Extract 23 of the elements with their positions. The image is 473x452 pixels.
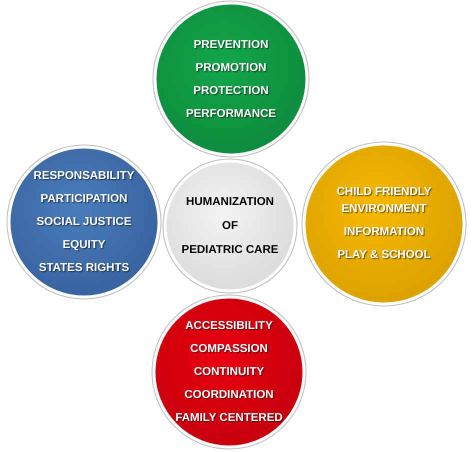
keyword-text: EQUITY bbox=[62, 238, 106, 253]
keyword-text: PERFORMANCE bbox=[186, 106, 276, 122]
keyword-text: RESPONSABILITY bbox=[34, 169, 134, 184]
concept-circle bbox=[301, 141, 467, 307]
keyword-text: PROMOTION bbox=[196, 60, 266, 76]
keyword-text: COORDINATION bbox=[184, 388, 274, 403]
center-circle bbox=[162, 158, 298, 294]
keyword-text: FAMILY CENTERED bbox=[175, 411, 283, 426]
keyword-text: PLAY & SCHOOL bbox=[337, 248, 431, 263]
keyword-text: CONTINUITY bbox=[194, 365, 264, 380]
keyword-text: CHILD FRIENDLY ENVIRONMENT bbox=[336, 185, 432, 217]
keyword-text: ACCESSIBILITY bbox=[185, 319, 273, 334]
keyword-text: PREVENTION bbox=[194, 38, 268, 52]
keyword-text: COMPASSION bbox=[190, 342, 268, 357]
concept-circle bbox=[152, 0, 310, 158]
keyword-text: SOCIAL JUSTICE bbox=[36, 215, 132, 230]
keyword-text: STATES RIGHTS bbox=[38, 261, 130, 276]
title-text: HUMANIZATION OF PEDIATRIC CARE bbox=[182, 195, 278, 258]
concept-circle bbox=[151, 294, 307, 450]
keyword-text: PROTECTION bbox=[193, 84, 269, 98]
keyword-text: INFORMATION bbox=[344, 225, 424, 240]
keyword-text: PARTICIPATION bbox=[40, 192, 128, 207]
concept-circle bbox=[6, 144, 162, 300]
